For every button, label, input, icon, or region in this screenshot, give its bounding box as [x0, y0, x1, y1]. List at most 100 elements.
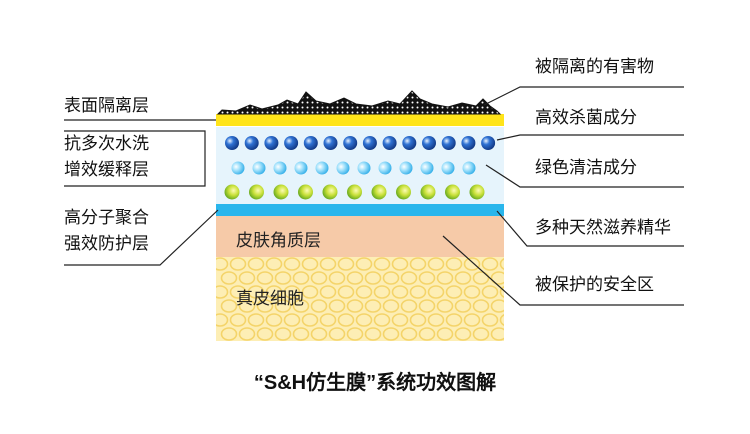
- nourishing-sphere: [298, 184, 313, 200]
- cleansing-sphere: [462, 161, 476, 175]
- bactericidal-sphere: [422, 136, 436, 150]
- dermis-cell: [472, 271, 490, 285]
- surface-isolation-band: [216, 114, 504, 126]
- dermis-cell: [510, 328, 525, 340]
- dermis-cell: [409, 313, 427, 327]
- dermis-cell: [427, 285, 445, 299]
- diagram-caption: “S&H仿生膜”系统功效图解: [253, 372, 497, 394]
- nourishing-sphere: [347, 184, 362, 200]
- dermis-cell: [283, 313, 301, 327]
- leader-natural-nourishing: [496, 210, 684, 247]
- dermis-cell: [256, 327, 274, 341]
- dermis-cell: [436, 271, 454, 285]
- dermis-cell: [391, 257, 409, 271]
- dermis-cell: [337, 285, 355, 299]
- dermis-cell: [409, 285, 427, 299]
- nourishing-sphere: [445, 184, 460, 200]
- dermis-cell: [472, 327, 490, 341]
- bactericidal-sphere: [382, 136, 397, 150]
- dermis-cell: [229, 313, 247, 327]
- label-anti-wash-line2: 增效缓释层: [64, 160, 149, 180]
- label-green-cleansing: 绿色清洁成分: [535, 158, 637, 178]
- nourishing-sphere: [322, 184, 338, 200]
- dermis-cell: [454, 271, 472, 285]
- dermis-cell: [481, 257, 499, 271]
- dermis-cell: [220, 327, 238, 341]
- dermis-cell: [490, 271, 504, 285]
- dermis-cell: [427, 313, 445, 327]
- dermis-cell: [256, 299, 274, 313]
- dermis-cell: [481, 285, 499, 299]
- dermis-cell: [337, 313, 355, 327]
- cleansing-sphere: [420, 161, 434, 175]
- bactericidal-sphere: [284, 136, 299, 150]
- bactericidal-sphere: [362, 136, 377, 150]
- label-surface-isolation: 表面隔离层: [64, 96, 149, 116]
- dermis-cell: [328, 271, 346, 285]
- cleansing-sphere: [231, 161, 245, 175]
- dermis-cell: [319, 257, 337, 271]
- nourishing-sphere: [273, 184, 289, 200]
- dermis-cell: [247, 313, 265, 327]
- dermis-cell: [310, 271, 328, 285]
- dermis-cell: [400, 327, 418, 341]
- nourishing-sphere: [469, 184, 485, 200]
- dermis-cell: [355, 257, 373, 271]
- dermis-cell: [490, 299, 504, 313]
- dermis-cell: [436, 299, 454, 313]
- bactericidal-sphere: [323, 136, 338, 150]
- bactericidal-sphere: [481, 136, 496, 150]
- dermis-cell: [373, 285, 391, 299]
- cleansing-sphere: [378, 161, 392, 175]
- cleansing-sphere: [399, 161, 413, 175]
- dermis-cell: [310, 327, 328, 341]
- dermis-cell: [436, 327, 454, 341]
- dermis-cell: [364, 271, 382, 285]
- nourishing-sphere: [224, 184, 240, 200]
- bactericidal-sphere: [264, 136, 279, 150]
- dermis-cell: [328, 299, 346, 313]
- bactericidal-sphere: [402, 136, 417, 150]
- dermis-cell: [301, 257, 319, 271]
- dermis-cell: [418, 271, 436, 285]
- dermis-cell: [400, 271, 418, 285]
- dermis-cell: [445, 285, 463, 299]
- cleansing-sphere: [315, 161, 329, 175]
- dermis-cell: [292, 299, 310, 313]
- leader-anti-wash-bracket: [64, 130, 206, 187]
- label-isolated-harmful: 被隔离的有害物: [535, 57, 654, 77]
- dermis-cell: [499, 258, 504, 270]
- harmful-substances: [216, 90, 502, 115]
- dermis-cell: [409, 257, 427, 271]
- dermis-cell: [463, 257, 481, 271]
- dermis-cell: [247, 285, 265, 299]
- polymer-protective-band: [216, 204, 504, 216]
- leader-isolated-harmful: [483, 86, 684, 106]
- dermis-cell: [220, 271, 238, 285]
- dermis-cell: [346, 271, 364, 285]
- dermis-cell: [445, 313, 463, 327]
- leader-protected-zone: [442, 235, 684, 306]
- nourishing-sphere: [420, 184, 436, 200]
- dermis-cell: [238, 299, 256, 313]
- dermis-cell-pattern: [216, 257, 525, 341]
- leader-polymer: [64, 209, 219, 266]
- label-bactericidal: 高效杀菌成分: [535, 108, 637, 128]
- dermis-cell: [274, 299, 292, 313]
- dermis-cell: [238, 327, 256, 341]
- cleansing-sphere: [273, 161, 287, 175]
- dermis-cell: [510, 272, 525, 284]
- dermis-cell: [499, 314, 504, 326]
- bactericidal-sphere: [343, 136, 358, 150]
- nourishing-sphere: [249, 184, 264, 200]
- dermis-cell: [391, 285, 409, 299]
- cleansing-sphere: [357, 161, 371, 175]
- dermis-cell: [373, 257, 391, 271]
- dermis-cell: [481, 313, 499, 327]
- dermis-cell: [319, 285, 337, 299]
- dermis-cell: [445, 257, 463, 271]
- dermis-cell: [283, 257, 301, 271]
- dermis-cell: [373, 313, 391, 327]
- dermis-cell: [247, 257, 265, 271]
